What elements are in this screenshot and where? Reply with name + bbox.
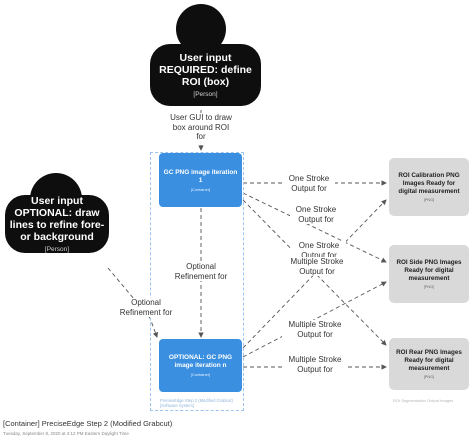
person-required: User input REQUIRED: define ROI (box) [P… [150, 44, 261, 106]
system-boundary-label: PreciseEdge Step 2 (Modified Grabcut) [S… [160, 398, 233, 408]
container-iteration-1: GC PNG image iteration 1 [Container] [159, 153, 242, 207]
edge-label-refine-vertical: Optional Refinement for [170, 262, 232, 281]
edge-label-multi-stroke-2: Multiple Stroke Output for [282, 320, 348, 339]
external-roi-rear: ROI Rear PNG Images Ready for digital me… [389, 338, 469, 390]
external-roi-side: ROI Side PNG Images Ready for digital me… [389, 245, 469, 303]
edge-label-multi-stroke-1: Multiple Stroke Output for [284, 257, 350, 276]
edge-label-multi-stroke-3: Multiple Stroke Output for [282, 355, 348, 374]
edge-label-one-stroke-1: One Stroke Output for [283, 174, 335, 193]
external-roi-calibration-title: ROI Calibration PNG Images Ready for dig… [398, 172, 460, 195]
external-roi-calibration-tag: [PNG] [423, 198, 435, 202]
edge-label-one-stroke-3: One Stroke Output for [292, 241, 346, 260]
system-boundary [150, 152, 244, 411]
external-roi-calibration: ROI Calibration PNG Images Ready for dig… [389, 158, 469, 216]
edge-one-stroke-side [242, 192, 387, 263]
diagram-footer-subtitle: Tuesday, September 8, 2020 at 4:12 PM Ea… [3, 431, 129, 436]
container-iteration-n-tag: [Container] [190, 372, 211, 377]
diagram-footer-title: [Container] PreciseEdge Step 2 (Modified… [3, 419, 173, 428]
external-roi-rear-tag: [PNG] [423, 375, 435, 379]
person-required-tag: [Person] [193, 91, 218, 98]
external-roi-side-tag: [PNG] [423, 285, 435, 289]
person-optional-tag: [Person] [44, 246, 70, 253]
container-iteration-1-tag: [Container] [190, 186, 211, 192]
person-optional: User input OPTIONAL: draw lines to refin… [5, 195, 109, 253]
external-roi-side-title: ROI Side PNG Images Ready for digital me… [396, 259, 462, 282]
container-iteration-n: OPTIONAL: GC PNG image iteration n [Cont… [159, 339, 242, 392]
person-optional-title: User input OPTIONAL: draw lines to refin… [9, 195, 105, 243]
external-roi-rear-title: ROI Rear PNG Images Ready for digital me… [396, 349, 462, 372]
container-iteration-n-title: OPTIONAL: GC PNG image iteration n [168, 354, 233, 369]
edge-label-refine-person: Optional Refinement for [113, 298, 179, 317]
person-required-title: User input REQUIRED: define ROI (box) [159, 52, 252, 88]
edge-label-gui: User GUI to draw box around ROI for [170, 113, 232, 142]
edge-multi-stroke-side [242, 281, 387, 358]
container-iteration-1-title: GC PNG image iteration 1 [163, 168, 238, 184]
edge-label-one-stroke-2: One Stroke Output for [290, 205, 342, 224]
edge-multi-stroke-calibration [242, 199, 387, 349]
faint-note: ROI Segmentation Output Images [393, 398, 454, 403]
